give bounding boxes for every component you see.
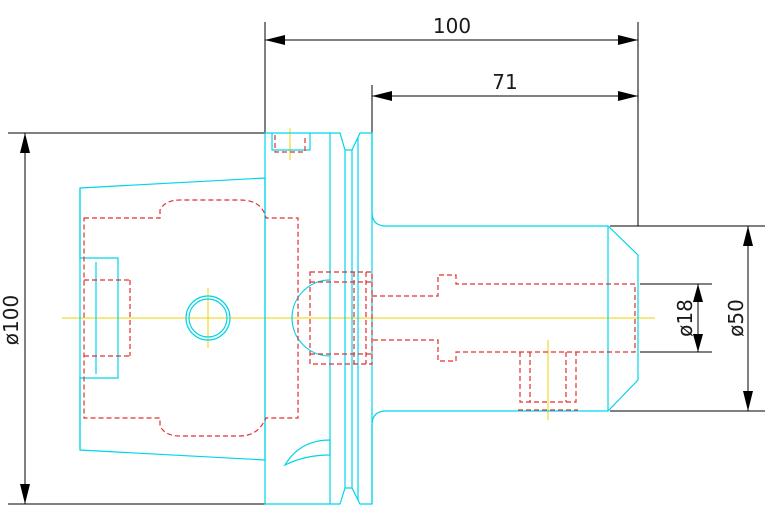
retention-thread-bore bbox=[309, 271, 373, 365]
arrow-71-left bbox=[372, 91, 392, 101]
setscrew-hole bbox=[519, 352, 577, 403]
v-groove-inner bbox=[345, 149, 353, 489]
arrow-100-left bbox=[265, 35, 285, 45]
taper-end-notch bbox=[79, 188, 119, 450]
dimension-lines bbox=[8, 22, 765, 505]
keyslot-hidden bbox=[274, 135, 306, 153]
hidden-lines bbox=[83, 135, 636, 437]
internal-cavity bbox=[83, 199, 299, 437]
arrow-dia50-bottom bbox=[743, 391, 753, 411]
v-groove-left bbox=[330, 132, 346, 505]
cross-hole-inner bbox=[188, 298, 228, 338]
arrow-dia100-bottom bbox=[20, 484, 30, 504]
nose-body bbox=[371, 133, 639, 504]
dim-label-dia50: ø50 bbox=[724, 299, 748, 337]
tool-bore bbox=[372, 274, 636, 362]
arrow-dia18-top bbox=[693, 284, 703, 302]
arrow-100-right bbox=[618, 35, 638, 45]
cross-hole-outer bbox=[185, 295, 231, 341]
dim-label-dia100: ø100 bbox=[0, 295, 23, 345]
dim-label-dia18: ø18 bbox=[673, 299, 697, 337]
arrow-dia50-top bbox=[743, 226, 753, 246]
arrow-dia18-bottom bbox=[693, 334, 703, 352]
dim-label-71: 71 bbox=[492, 70, 517, 94]
arrow-dia100-top bbox=[20, 133, 30, 153]
dim-label-100: 100 bbox=[433, 14, 471, 38]
arrow-71-right bbox=[618, 91, 638, 101]
pull-stud-bore-arc bbox=[291, 279, 331, 357]
orientation-notch bbox=[283, 439, 331, 467]
key-slot bbox=[271, 133, 311, 151]
